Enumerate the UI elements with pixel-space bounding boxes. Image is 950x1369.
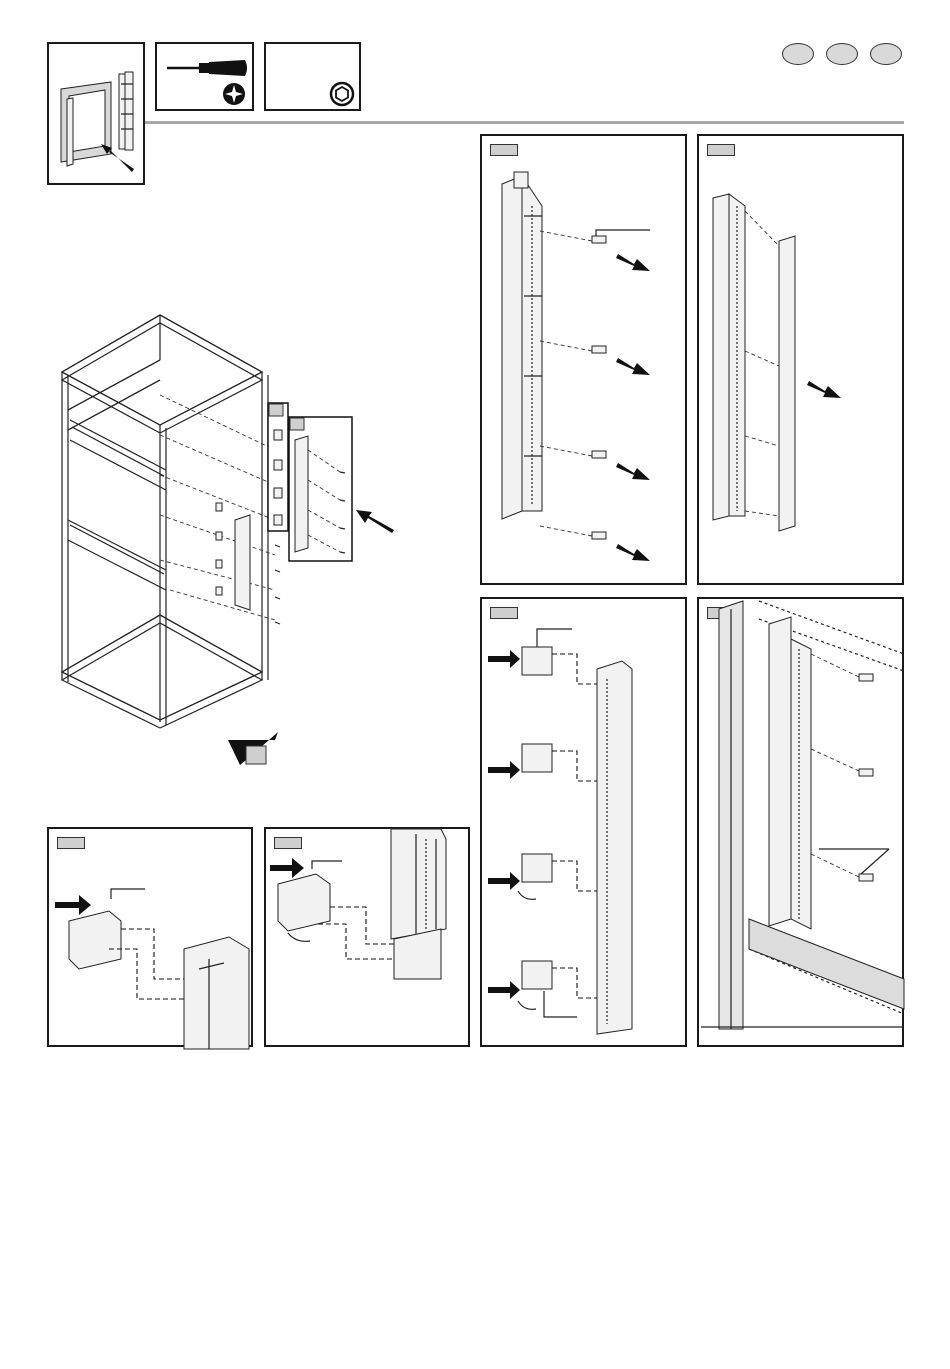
language-badge <box>826 43 858 65</box>
hex-key-box <box>264 42 361 111</box>
clip-detail-illustration <box>49 829 255 1049</box>
busbar-bracket-illustration <box>699 136 906 587</box>
frame-product-icon <box>49 44 147 187</box>
step-screws-panel <box>480 134 687 585</box>
step-clips-panel <box>480 597 687 1047</box>
busbar-screws-illustration <box>482 136 689 587</box>
step-clip-b-panel <box>264 827 470 1047</box>
hex-key-icon <box>266 44 363 113</box>
step-clip-a-panel <box>47 827 253 1047</box>
clip-rotate-illustration <box>266 829 472 1049</box>
busbar-on-frame-illustration <box>699 599 906 1049</box>
language-badge <box>870 43 902 65</box>
step-bracket-panel <box>697 134 904 585</box>
frame-product-box <box>47 42 145 185</box>
phillips-screwdriver-icon <box>157 44 256 113</box>
screwdriver-box <box>155 42 254 111</box>
clip-mounting-illustration <box>482 599 689 1049</box>
step-mount-panel <box>697 597 904 1047</box>
header-rule <box>145 121 904 124</box>
rack-assembly-illustration <box>40 300 460 770</box>
language-badge <box>782 43 814 65</box>
